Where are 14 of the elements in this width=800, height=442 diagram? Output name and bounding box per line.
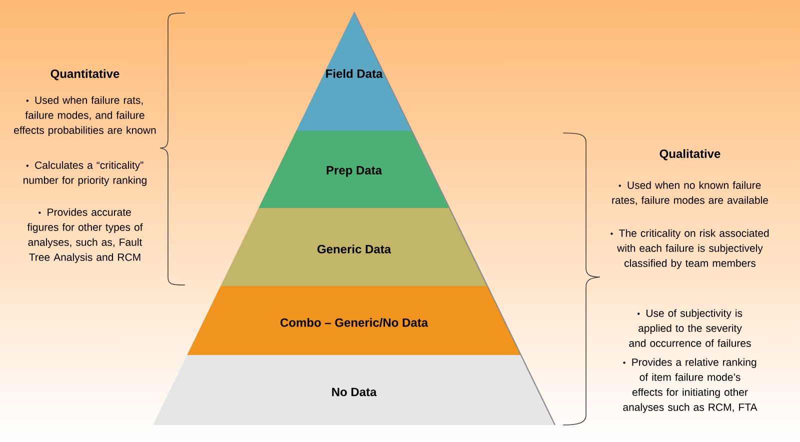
heading: Qualitative [660, 149, 720, 160]
bullet-text: The criticality on risk associated with each failure is subjectively classified by team members [610, 229, 769, 269]
bullet-text: Used when no known failure rates, failure modes are available [612, 181, 768, 206]
pyramid-layer: Prep Data [258, 130, 450, 208]
bullet-text: Use of subjectivity is applied to the severity and occurrence of failures [629, 309, 751, 347]
pyramid-layer: No Data [153, 354, 556, 426]
bullet-text: Provides accurate figures for other types of analyses, such as, Fault Tree Analysis and RCM [27, 208, 143, 263]
bullet-text: Calculates a “criticality” number for priority ranking [24, 161, 146, 186]
pyramid-layer: Combo – Generic/No Data [187, 286, 522, 356]
bullet-text: Used when failure rats, failure modes, and failure effects probabilities are known [14, 96, 156, 136]
pyramid-layer: Generic Data [220, 208, 488, 286]
heading: Quantitative [50, 69, 120, 80]
pyramid-layer: Field Data [296, 12, 412, 132]
bullet-text: Provides a relative ranking of item failure mode’s effects for initiating other analyses such as RCM, FTA [623, 358, 758, 413]
